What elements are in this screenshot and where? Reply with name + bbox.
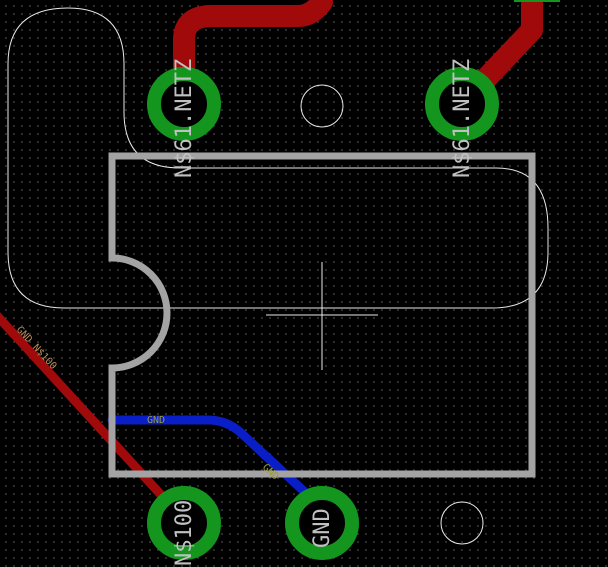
pad-label-top-left: N$61.NETZ — [172, 59, 197, 178]
pad-label-bottom-left: N$100 — [172, 500, 197, 566]
pad-top-left[interactable] — [147, 67, 221, 141]
drill-hole-bottom[interactable] — [440, 501, 484, 545]
pad-label-top-right: N$61.NETZ — [450, 59, 475, 178]
bottom-trace-label-horizontal: GND — [147, 415, 165, 426]
pad-bottom-left[interactable] — [147, 486, 221, 560]
pad-label-bottom-middle: GND — [310, 508, 335, 548]
top-layer-trace-top-left[interactable] — [173, 0, 333, 115]
component-silkscreen[interactable] — [108, 152, 536, 478]
pad-bottom-middle[interactable] — [285, 486, 359, 560]
top-edge-green-segment — [514, 0, 560, 2]
bottom-layer-trace[interactable] — [107, 415, 327, 513]
top-layer-trace-diagonal[interactable] — [0, 308, 189, 525]
board-outline[interactable] — [7, 7, 549, 309]
drill-hole-top[interactable] — [300, 84, 344, 128]
crosshair-icon — [266, 262, 378, 370]
pad-top-right[interactable] — [425, 67, 499, 141]
